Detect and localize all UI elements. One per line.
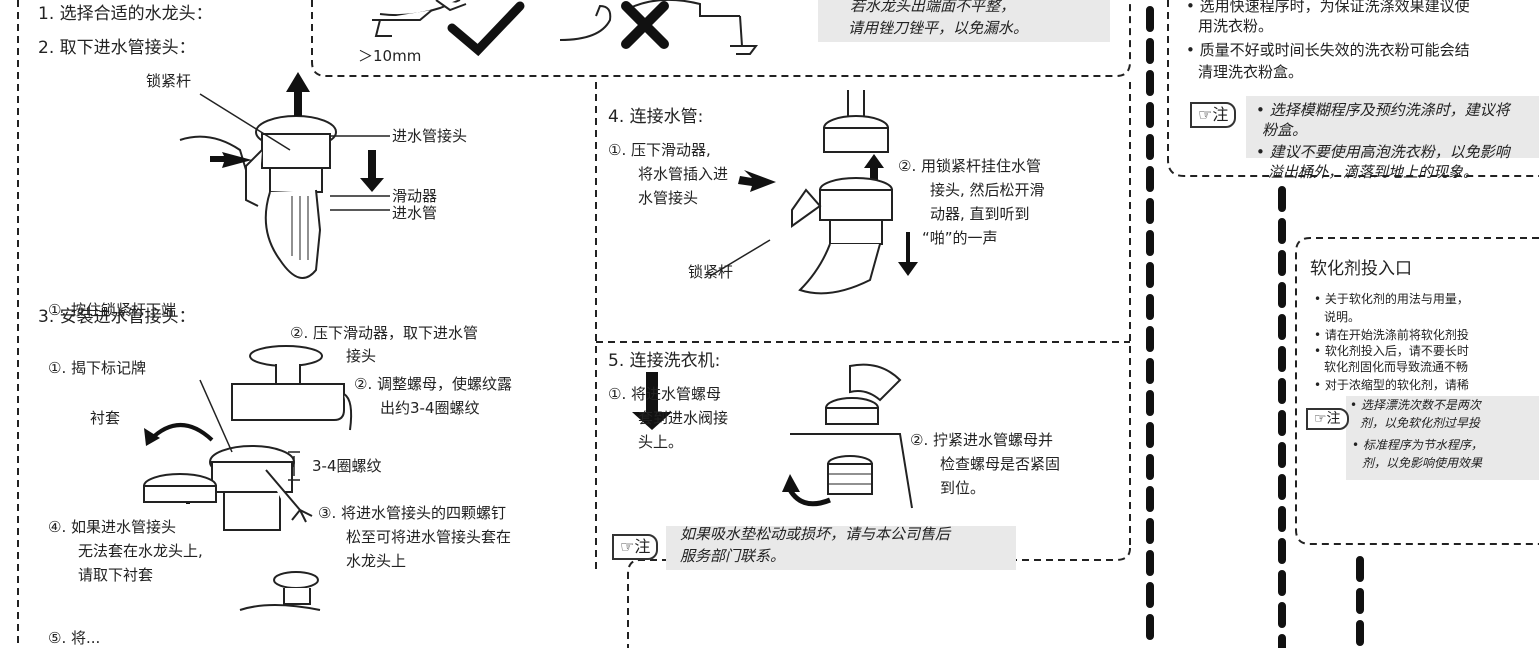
right-note-tag: ☞注 xyxy=(1190,102,1237,128)
remove-bushing-line-1: ④. 如果进水管接头 xyxy=(48,518,176,536)
right-top-line-4: 清理洗衣粉盒。 xyxy=(1198,63,1304,81)
step-5-left-line-1: ①. 将进水管螺母 xyxy=(608,385,721,403)
step-5-cut-text: ⑤. 将... xyxy=(48,629,101,647)
softener-note-line-3: • 标准程序为节水程序， xyxy=(1352,438,1483,452)
softener-line-4: • 软化剂投入后，请不要长时 xyxy=(1314,344,1469,358)
softener-line-5: 软化剂固化而导致流通不畅 xyxy=(1324,360,1469,374)
step-3-title: 3. 安装进水管接头： xyxy=(38,307,196,327)
step-5-note-line-1: 如果吸水垫松动或损坏，请与本公司售后 xyxy=(680,525,951,543)
remove-bushing-line-2: 无法套在水龙头上, xyxy=(78,542,203,560)
right-note-line-2: 粉盒。 xyxy=(1262,121,1308,139)
step-4-right-line-2: 接头, 然后松开滑 xyxy=(930,181,1045,199)
step-2-title: 2. 取下进水管接头： xyxy=(38,38,196,58)
step-2-sub-2-line-2: 接头 xyxy=(346,347,377,365)
top-note-line-1: 若水龙头出端面不平整， xyxy=(850,0,1016,15)
step-4-title: 4. 连接水管: xyxy=(608,107,704,127)
nut-screw-illustration xyxy=(790,363,913,509)
adjust-nut-line-1: ②. 调整螺母，使螺纹露 xyxy=(354,375,512,393)
cross-icon xyxy=(621,1,669,49)
softener-line-3: • 请在开始洗涤前将软化剂投 xyxy=(1314,328,1469,342)
step-4-left-line-3: 水管接头 xyxy=(638,189,699,207)
inlet-pipe-label: 进水管 xyxy=(392,204,438,222)
loosen-screws-line-2: 松至可将进水管接头套在 xyxy=(346,528,512,546)
check-icon xyxy=(447,1,525,57)
step-5-title: 5. 连接洗衣机: xyxy=(608,351,721,371)
peel-label-text: ①. 揭下标记牌 xyxy=(48,359,146,377)
softener-note-box xyxy=(1346,396,1539,480)
faucet-good-illustration xyxy=(372,0,467,37)
step-5-right-line-1: ②. 拧紧进水管螺母并 xyxy=(910,431,1053,449)
remove-bushing-line-3: 请取下衬套 xyxy=(78,566,154,584)
loosen-screws-line-1: ③. 将进水管接头的四颗螺钉 xyxy=(318,504,506,522)
softener-title: 软化剂投入口 xyxy=(1310,259,1412,279)
step-4-right-line-4: “啪”的一声 xyxy=(922,229,998,247)
softener-note-line-4: 剂，以免影响使用效果 xyxy=(1362,456,1483,470)
softener-note-line-1: • 选择漂洗次数不是两次 xyxy=(1350,398,1481,412)
loosen-screws-line-3: 水龙头上 xyxy=(346,552,407,570)
step-5-note-tag: ☞注 xyxy=(612,534,659,560)
softener-line-6: • 对于浓缩型的软化剂，请稀 xyxy=(1314,378,1469,392)
bushing-label: 衬套 xyxy=(90,409,121,427)
step-5-right-line-3: 到位。 xyxy=(940,479,986,497)
step-1-title: 1. 选择合适的水龙头： xyxy=(38,4,213,24)
size-label: ＞10mm xyxy=(358,47,422,65)
softener-line-2: 说明。 xyxy=(1324,310,1361,324)
step-4-left-line-1: ①. 压下滑动器, xyxy=(608,141,711,159)
hose-connect-illustration xyxy=(791,90,893,295)
step-4-left-line-2: 将水管插入进 xyxy=(638,165,729,183)
faucet-install-illustration xyxy=(143,345,353,531)
adjust-nut-line-2: 出约3-4圈螺纹 xyxy=(380,399,480,417)
step-2-sub-1: ①. 按住锁紧杆下端 xyxy=(48,301,176,319)
right-top-line-3: • 质量不好或时间长失效的洗衣粉可能会结 xyxy=(1186,41,1470,59)
right-note-line-3: • 建议不要使用高泡洗衣粉，以免影响 xyxy=(1256,143,1510,161)
curve-arrow xyxy=(148,423,214,442)
direction-arrows xyxy=(180,72,918,504)
right-note-line-4: 溢出桶外，滴落到地上的现象。 xyxy=(1268,163,1479,181)
step-4-right-line-3: 动器, 直到听到 xyxy=(930,205,1030,223)
softener-note-tag: ☞注 xyxy=(1306,408,1349,430)
inlet-connector-label: 进水管接头 xyxy=(392,127,468,145)
step-4-right-line-1: ②. 用锁紧杆挂住水管 xyxy=(898,157,1041,175)
step-4-lock-lever-label: 锁紧杆 xyxy=(688,263,734,281)
softener-note-line-2: 剂，以免软化剂过早投 xyxy=(1360,416,1481,430)
lock-lever-label: 锁紧杆 xyxy=(146,72,192,90)
step-5-left-line-3: 头上。 xyxy=(638,433,684,451)
top-note-line-2: 请用锉刀锉平，以免漏水。 xyxy=(848,19,1029,37)
step-2-sub-2-line-1: ②. 压下滑动器，取下进水管 xyxy=(290,324,478,342)
right-top-line-2: 用洗衣粉。 xyxy=(1198,17,1274,35)
step-5-note-box xyxy=(666,526,1016,570)
step-5-note-line-2: 服务部门联系。 xyxy=(680,547,786,565)
right-note-box xyxy=(1246,96,1539,158)
right-top-line-1: • 选用快速程序时，为保证洗涤效果建议使 xyxy=(1186,0,1470,15)
inlet-connector-illustration xyxy=(179,115,337,279)
faucet-bad-illustration xyxy=(559,0,758,55)
step-5-right-line-2: 检查螺母是否紧固 xyxy=(940,455,1061,473)
right-note-line-1: • 选择模糊程序及预约洗涤时，建议将 xyxy=(1256,101,1510,119)
thread-turns-label: 3-4圈螺纹 xyxy=(312,457,382,475)
slider-label: 滑动器 xyxy=(392,187,438,205)
leader-lines xyxy=(199,93,771,277)
softener-line-1: • 关于软化剂的用法与用量， xyxy=(1314,292,1469,306)
faucet-small-illustration xyxy=(239,571,321,611)
step-5-left-line-2: 套到进水阀接 xyxy=(638,409,729,427)
top-note-box xyxy=(818,0,1110,42)
